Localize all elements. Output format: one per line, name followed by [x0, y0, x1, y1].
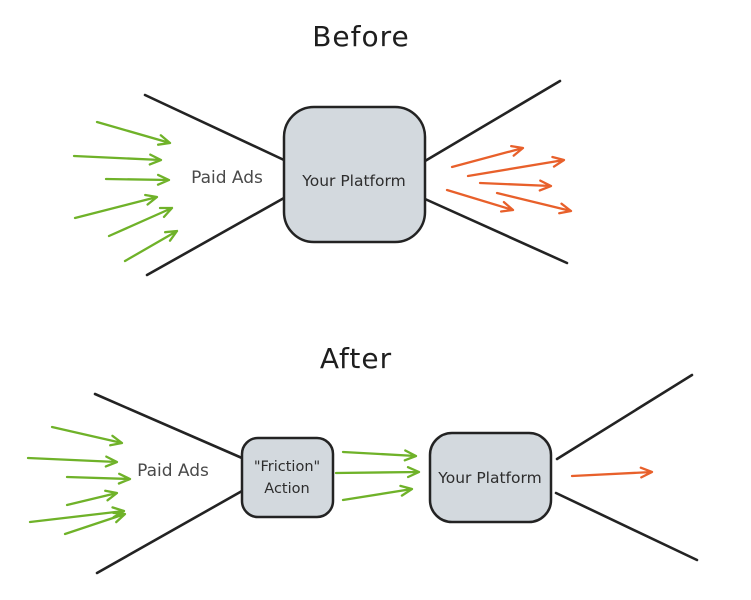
before-platform-label: Your Platform — [301, 172, 405, 190]
green-arrow — [63, 511, 127, 536]
before-diagram: Before Your Platform Paid Ads — [72, 20, 573, 277]
after-funnel-line-bottom-right — [554, 491, 699, 562]
orange-arrow — [445, 188, 515, 213]
before-funnel-line-bottom-left — [145, 196, 286, 277]
after-funnel-line-top-left — [93, 392, 244, 460]
green-arrow — [104, 173, 171, 186]
orange-arrow — [495, 191, 573, 215]
after-outgoing-arrows — [570, 466, 654, 479]
green-arrow — [95, 120, 172, 146]
before-incoming-arrows — [72, 120, 179, 263]
green-arrow — [50, 425, 124, 447]
green-arrow — [72, 153, 163, 166]
before-platform-box — [282, 105, 427, 244]
after-funnel — [93, 373, 699, 575]
after-incoming-arrows — [26, 425, 132, 536]
after-friction-box — [240, 436, 335, 519]
green-arrow — [107, 206, 174, 238]
green-arrow — [334, 466, 421, 479]
after-friction-to-platform-arrows — [334, 449, 421, 502]
orange-arrow — [466, 155, 566, 178]
before-funnel — [143, 79, 569, 277]
before-outgoing-arrows — [445, 144, 573, 215]
after-funnel-line-bottom-left — [95, 489, 244, 575]
after-diagram: After "Friction" Action Your Platform Pa… — [26, 342, 699, 575]
after-platform-label: Your Platform — [437, 469, 541, 487]
green-arrow — [341, 449, 418, 462]
before-funnel-line-bottom-right — [423, 197, 569, 265]
orange-arrow — [478, 179, 553, 192]
after-friction-label-line2: Action — [264, 481, 309, 497]
before-funnel-label: Paid Ads — [191, 168, 263, 188]
before-funnel-line-top-right — [423, 79, 562, 163]
after-funnel-line-top-right — [555, 373, 694, 461]
after-funnel-label: Paid Ads — [137, 461, 209, 481]
before-title: Before — [312, 20, 410, 53]
green-arrow — [28, 506, 126, 524]
green-arrow — [341, 484, 414, 502]
before-funnel-line-top-left — [143, 93, 286, 162]
green-arrow — [26, 455, 119, 468]
green-arrow — [123, 229, 179, 263]
orange-arrow — [570, 466, 654, 479]
after-friction-label-line1: "Friction" — [254, 459, 320, 475]
after-title: After — [320, 342, 392, 375]
green-arrow — [65, 472, 132, 485]
orange-arrow — [450, 144, 525, 169]
green-arrow — [73, 193, 159, 220]
green-arrow — [65, 489, 119, 507]
after-platform-box — [428, 431, 553, 524]
